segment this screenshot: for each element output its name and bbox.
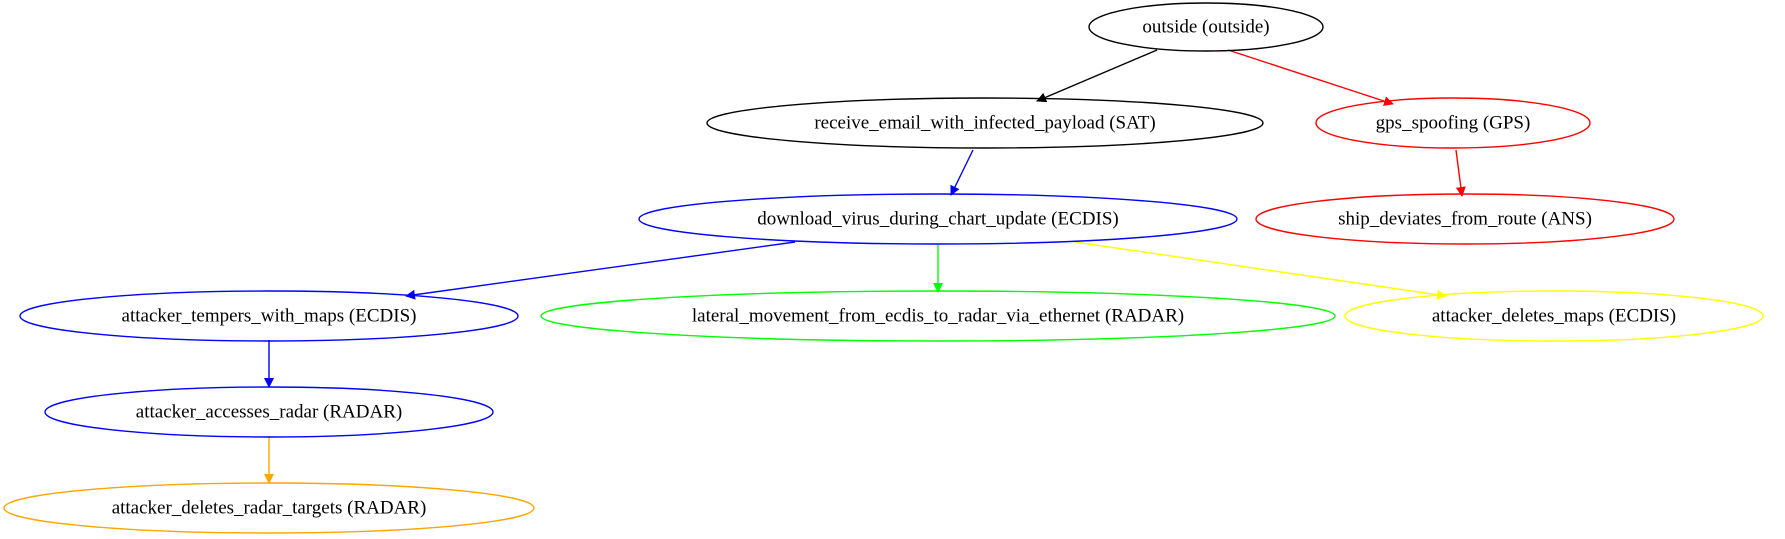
node-outside-shape [1088,2,1324,52]
node-ship-deviates[interactable]: ship_deviates_from_route (ANS) [1255,193,1675,245]
node-ship-deviates-shape [1255,193,1675,245]
node-tempers-maps[interactable]: attacker_tempers_with_maps (ECDIS) [19,290,519,342]
node-receive-email-label: receive_email_with_infected_payload (SAT… [814,113,1155,134]
node-lateral-movement-shape [540,290,1336,342]
edge-download-virus-to-deletes-maps [1074,241,1447,300]
node-lateral-movement-label: lateral_movement_from_ecdis_to_radar_via… [692,306,1184,327]
node-deletes-radar-targets-label: attacker_deletes_radar_targets (RADAR) [112,498,427,519]
edge-gps-spoofing-to-ship-deviates [1455,149,1466,197]
node-lateral-movement[interactable]: lateral_movement_from_ecdis_to_radar_via… [540,290,1336,342]
edge-receive-email-to-download-virus [950,149,974,196]
node-accesses-radar-label: attacker_accesses_radar (RADAR) [136,402,402,423]
node-accesses-radar-shape [44,386,494,438]
node-receive-email[interactable]: receive_email_with_infected_payload (SAT… [706,97,1264,149]
node-deletes-radar-targets[interactable]: attacker_deletes_radar_targets (RADAR) [3,482,535,534]
edge-outside-to-gps-spoofing [1227,49,1394,106]
node-receive-email-shape [706,97,1264,149]
node-tempers-maps-shape [19,290,519,342]
node-deletes-maps-label: attacker_deletes_maps (ECDIS) [1432,306,1676,327]
node-gps-spoofing-shape [1315,97,1591,149]
node-outside-label: outside (outside) [1142,17,1269,38]
node-download-virus[interactable]: download_virus_during_chart_update (ECDI… [638,193,1238,245]
node-gps-spoofing[interactable]: gps_spoofing (GPS) [1315,97,1591,149]
edge-download-virus-to-tempers-maps [405,241,796,300]
node-deletes-radar-targets-shape [3,482,535,534]
edge-outside-to-receive-email [1036,49,1158,103]
node-deletes-maps-shape [1344,290,1764,342]
node-download-virus-label: download_virus_during_chart_update (ECDI… [757,209,1118,230]
node-outside[interactable]: outside (outside) [1088,2,1324,52]
edges [264,49,1466,484]
node-accesses-radar[interactable]: attacker_accesses_radar (RADAR) [44,386,494,438]
nodes: outside (outside) receive_email_with_inf… [3,2,1764,534]
node-tempers-maps-label: attacker_tempers_with_maps (ECDIS) [122,306,417,327]
node-deletes-maps[interactable]: attacker_deletes_maps (ECDIS) [1344,290,1764,342]
node-gps-spoofing-label: gps_spoofing (GPS) [1376,113,1531,134]
node-download-virus-shape [638,193,1238,245]
node-ship-deviates-label: ship_deviates_from_route (ANS) [1338,209,1592,230]
